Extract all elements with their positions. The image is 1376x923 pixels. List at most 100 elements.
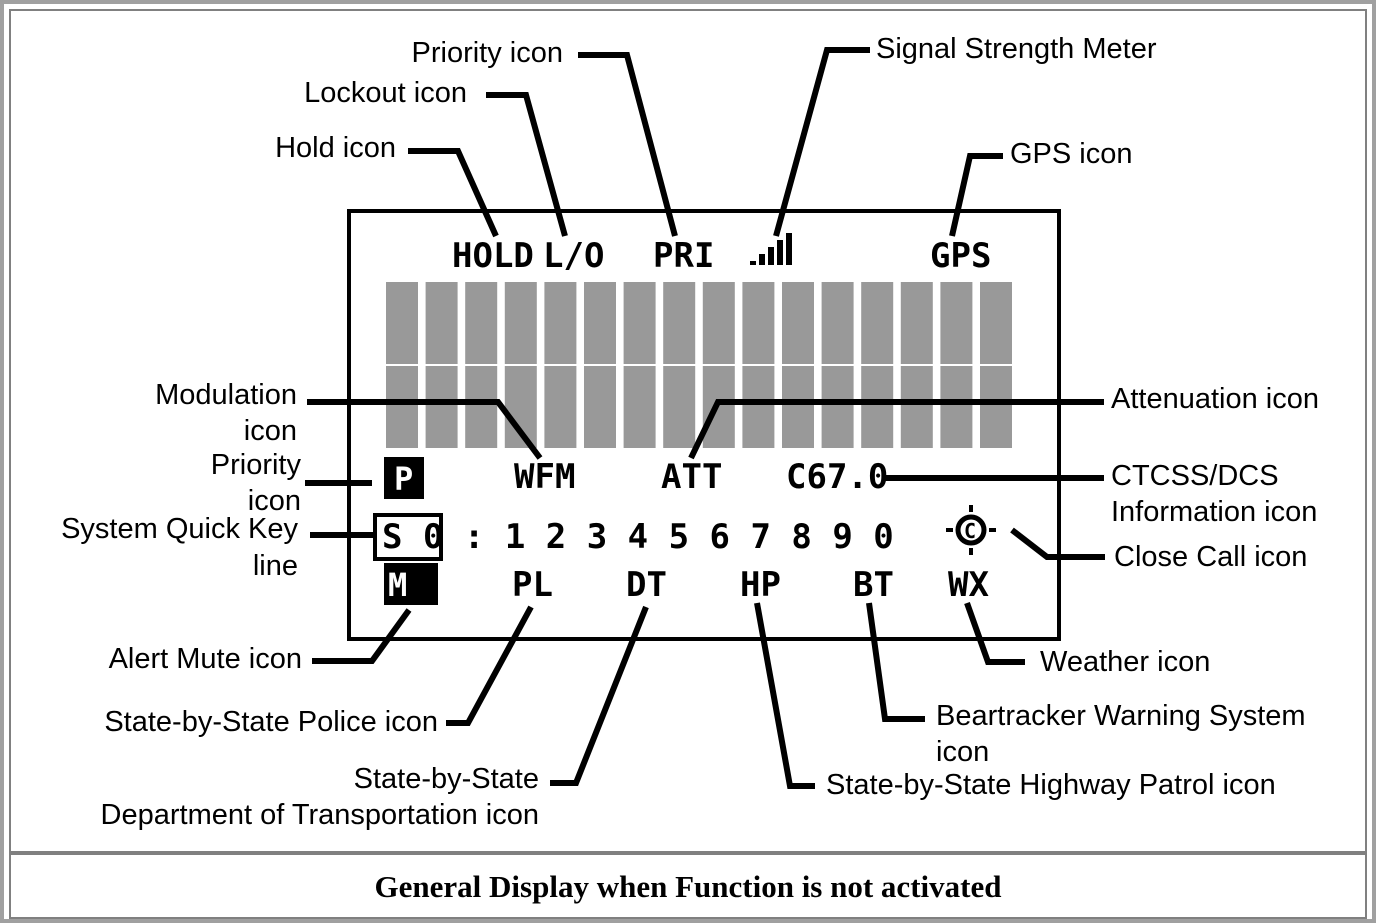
police-leader	[446, 605, 534, 726]
gps-label: GPS icon	[1010, 138, 1133, 170]
lockout-label: Lockout icon	[304, 77, 467, 109]
dot-label-line2: Department of Transportation icon	[101, 799, 539, 831]
priority-badge-letter: P	[394, 460, 413, 498]
signal-bar	[777, 240, 783, 265]
weather-leader	[964, 601, 1025, 665]
alert-mute-leader	[312, 608, 412, 664]
sqk-line: S 0 : 1 2 3 4 5 6 7 8 9 0	[382, 517, 894, 557]
close-call-label: Close Call icon	[1114, 541, 1307, 573]
attenuation-leader	[688, 399, 1104, 460]
figure-caption: General Display when Function is not act…	[374, 869, 1002, 904]
modulation-label-line1: Modulation	[155, 379, 297, 411]
beartracker-indicator: BT	[853, 565, 894, 605]
beartracker-label-line2: icon	[936, 736, 989, 768]
character-cell	[663, 366, 696, 448]
signal-bar	[759, 254, 765, 265]
character-cell	[900, 366, 933, 448]
modulation-indicator: WFM	[514, 457, 575, 497]
character-cell	[940, 282, 973, 364]
character-cell	[861, 366, 894, 448]
character-cell	[386, 282, 418, 364]
highway-leader	[754, 602, 815, 789]
priority-indicator: PRI	[653, 236, 714, 276]
gps-indicator: GPS	[930, 236, 991, 276]
dot-indicator: DT	[626, 565, 667, 605]
close-call-icon: C	[946, 505, 996, 555]
priority-top-label: Priority icon	[412, 37, 564, 69]
ctcss-indicator: C67.0	[786, 457, 888, 497]
character-cell	[742, 282, 775, 364]
signal-strength-meter	[750, 233, 792, 265]
character-cell	[702, 282, 735, 364]
diagram-cell-border	[9, 9, 1367, 853]
character-cell	[623, 366, 656, 448]
character-cell	[584, 282, 616, 364]
signal-label: Signal Strength Meter	[876, 33, 1157, 65]
character-cell	[663, 282, 696, 364]
alert-mute-label: Alert Mute icon	[109, 643, 302, 675]
character-cell	[425, 282, 458, 364]
character-cell	[782, 282, 814, 364]
alert-mute-badge-letter: M	[388, 566, 407, 604]
character-cell	[900, 282, 933, 364]
alert-mute-badge	[384, 563, 438, 605]
modulation-label-line2: icon	[244, 415, 297, 447]
highway-label: State-by-State Highway Patrol icon	[826, 769, 1276, 801]
modulation-leader	[307, 399, 543, 460]
dot-label-line1: State-by-State	[354, 763, 539, 795]
lcd-frame	[347, 209, 1061, 641]
character-cell	[386, 366, 418, 448]
caption-row: General Display when Function is not act…	[10, 856, 1366, 918]
weather-indicator: WX	[948, 565, 989, 605]
character-cell	[504, 282, 537, 364]
hold-label: Hold icon	[275, 132, 396, 164]
signal-bar	[768, 247, 774, 265]
ctcss-label-line1: CTCSS/DCS	[1111, 460, 1279, 492]
close-call-leader	[1010, 527, 1105, 560]
character-cell	[544, 366, 577, 448]
dot-leader	[550, 605, 649, 786]
priority-left-label-line2: icon	[248, 485, 301, 517]
sqk-label-line1: System Quick Key	[61, 513, 298, 545]
caption-cell-border	[9, 853, 1367, 919]
signal-bar	[750, 261, 756, 265]
lockout-indicator: L/O	[543, 236, 604, 276]
police-label: State-by-State Police icon	[104, 706, 438, 738]
lockout-leader	[486, 92, 568, 237]
character-cell	[940, 366, 973, 448]
beartracker-leader	[866, 602, 925, 722]
character-cell	[980, 282, 1012, 364]
weather-label: Weather icon	[1040, 646, 1210, 678]
character-cell	[742, 366, 775, 448]
priority-badge	[384, 457, 424, 499]
hold-leader	[408, 148, 499, 238]
signal-bar	[786, 233, 792, 265]
character-cell	[584, 366, 616, 448]
signal-leader	[773, 47, 870, 237]
character-cell	[425, 366, 458, 448]
character-cell	[544, 282, 577, 364]
character-cell	[782, 366, 814, 448]
priority-left-label-line1: Priority	[211, 449, 302, 481]
hold-indicator: HOLD	[452, 236, 534, 276]
highway-indicator: HP	[740, 565, 781, 605]
sqk-label-line2: line	[253, 550, 298, 582]
character-cell	[980, 366, 1012, 448]
attenuation-indicator: ATT	[661, 457, 722, 497]
character-cell	[861, 282, 894, 364]
ctcss-label-line2: Information icon	[1111, 496, 1317, 528]
character-cell	[821, 366, 854, 448]
police-indicator: PL	[512, 565, 553, 605]
character-cell	[821, 282, 854, 364]
gps-leader	[949, 153, 1003, 237]
character-cell	[465, 282, 498, 364]
character-cell	[623, 282, 656, 364]
attenuation-label: Attenuation icon	[1111, 383, 1319, 415]
character-cell	[465, 366, 498, 448]
priority-top-leader	[578, 52, 678, 237]
beartracker-label-line1: Beartracker Warning System	[936, 700, 1306, 732]
close-call-glyph: C	[964, 519, 976, 543]
